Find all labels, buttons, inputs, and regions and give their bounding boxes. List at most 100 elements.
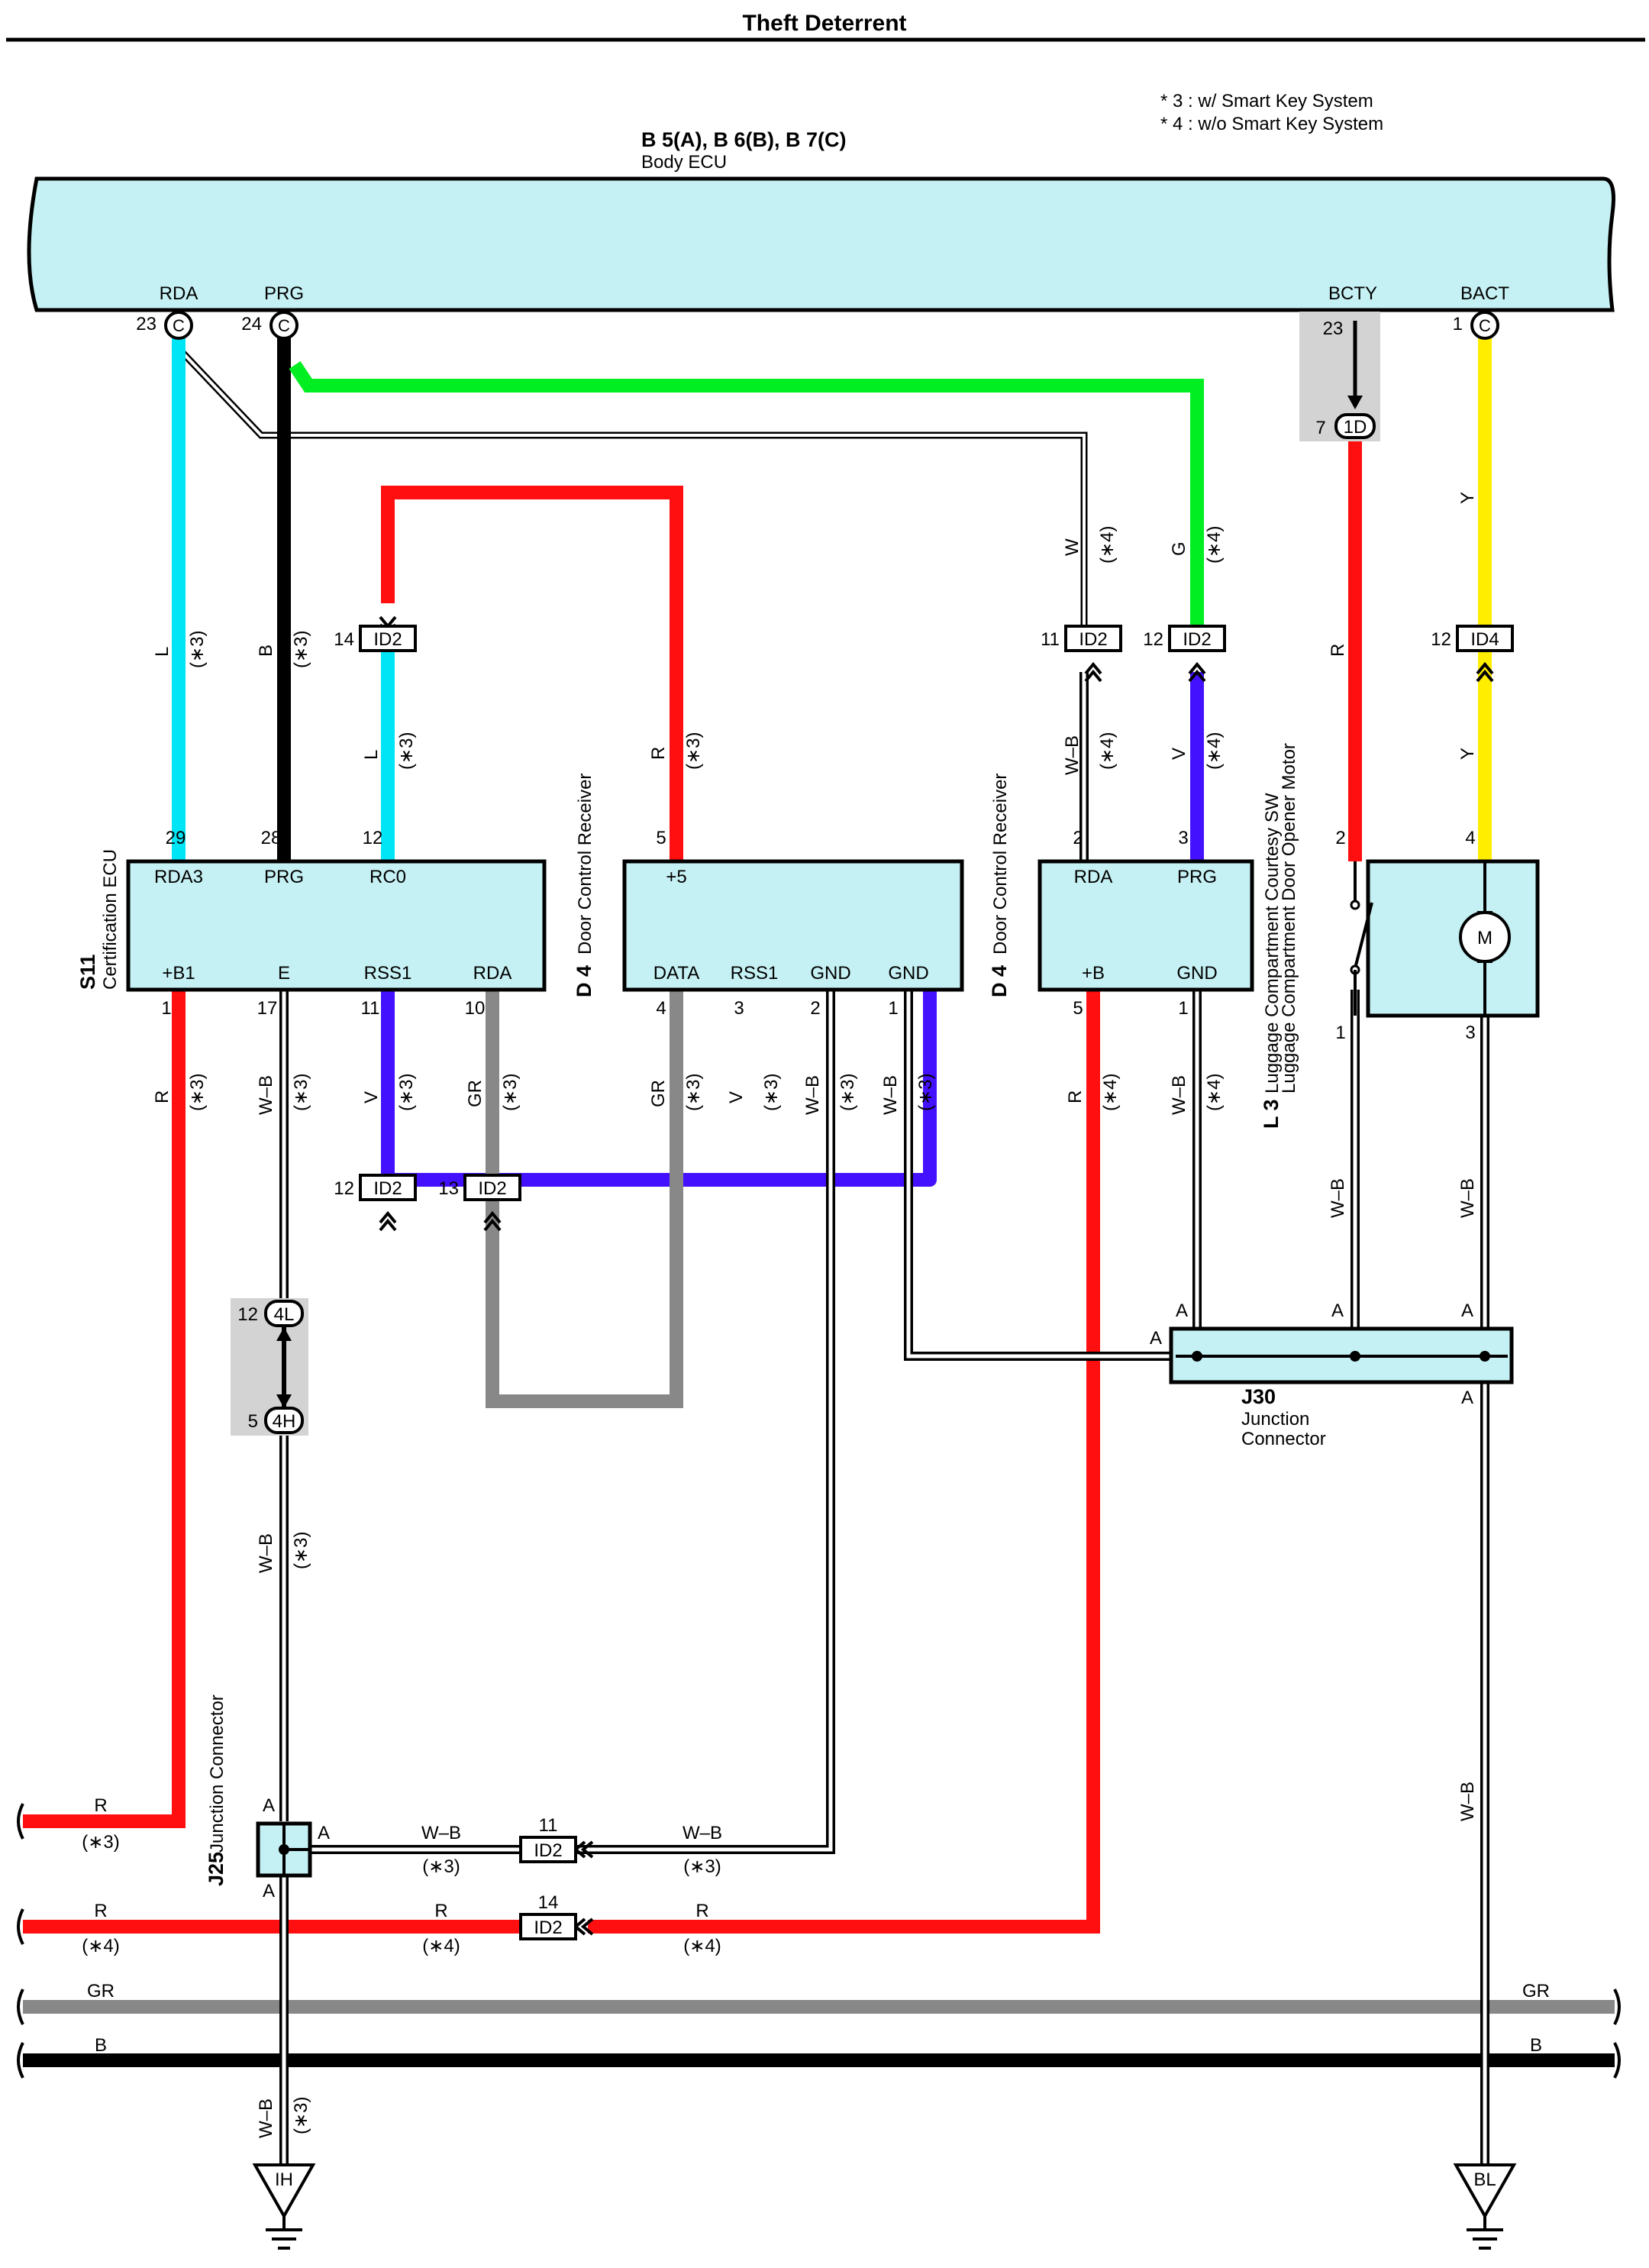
svg-text:IH: IH bbox=[275, 2169, 293, 2190]
luggage-compartment: M 2 4 1 3 L 3 Luggage Compartment Courte… bbox=[1260, 743, 1540, 1129]
svg-text:3: 3 bbox=[734, 998, 744, 1019]
junction-connector-j25: A A A J25 Junction Connector bbox=[205, 1695, 330, 1901]
svg-text:A: A bbox=[263, 1795, 275, 1816]
svg-text:29: 29 bbox=[166, 828, 186, 848]
svg-text:RDA: RDA bbox=[1074, 867, 1113, 887]
wire-g-green bbox=[289, 361, 1204, 626]
svg-text:S11: S11 bbox=[76, 954, 99, 990]
svg-text:17: 17 bbox=[257, 998, 278, 1019]
svg-text:(∗3): (∗3) bbox=[187, 1074, 208, 1111]
svg-text:RSS1: RSS1 bbox=[731, 963, 779, 984]
svg-text:G: G bbox=[1169, 541, 1189, 556]
body-ecu-pins: 23 1D 7 C 23 C 24 C 1 bbox=[136, 311, 1499, 441]
svg-text:1: 1 bbox=[1335, 1023, 1345, 1043]
svg-text:V: V bbox=[726, 1091, 747, 1103]
svg-text:V: V bbox=[1169, 748, 1189, 760]
svg-text:(∗4): (∗4) bbox=[683, 1936, 721, 1956]
svg-text:DATA: DATA bbox=[653, 963, 699, 984]
svg-text:B: B bbox=[256, 645, 276, 657]
wires bbox=[17, 325, 1621, 2176]
svg-text:W–B: W–B bbox=[1457, 1178, 1478, 1218]
svg-text:GND: GND bbox=[888, 963, 928, 984]
svg-text:R: R bbox=[434, 1901, 447, 1921]
svg-text:Junction: Junction bbox=[1241, 1409, 1309, 1430]
svg-text:(∗4): (∗4) bbox=[1204, 1074, 1225, 1111]
wire-r-red bbox=[23, 990, 186, 1828]
junction-connector-j30: A A A A A J30 Junction Connector bbox=[1150, 1300, 1514, 1449]
svg-text:4: 4 bbox=[656, 998, 666, 1019]
svg-text:ID2: ID2 bbox=[478, 1178, 506, 1199]
bcty-junction-num: 7 bbox=[1315, 418, 1325, 438]
pin-conn-letter: C bbox=[278, 316, 290, 335]
svg-text:Luggage Compartment Door Opene: Luggage Compartment Door Opener Motor bbox=[1279, 743, 1299, 1094]
svg-text:12: 12 bbox=[363, 828, 383, 848]
svg-text:D 4: D 4 bbox=[988, 965, 1011, 997]
svg-text:W–B: W–B bbox=[421, 1823, 461, 1843]
svg-text:4H: 4H bbox=[273, 1411, 296, 1432]
svg-text:ID2: ID2 bbox=[1183, 629, 1211, 650]
svg-text:GR: GR bbox=[465, 1080, 486, 1107]
svg-text:+B1: +B1 bbox=[162, 963, 195, 984]
svg-text:+5: +5 bbox=[666, 867, 686, 887]
svg-text:(∗3): (∗3) bbox=[761, 1074, 782, 1111]
body-ecu-pin-label: RDA bbox=[160, 283, 198, 304]
svg-text:L: L bbox=[152, 647, 173, 657]
svg-text:W–B: W–B bbox=[880, 1075, 901, 1115]
svg-text:Junction Connector: Junction Connector bbox=[207, 1695, 228, 1853]
svg-text:A: A bbox=[1461, 1300, 1473, 1321]
svg-text:ID2: ID2 bbox=[373, 629, 402, 650]
svg-text:GND: GND bbox=[1176, 963, 1217, 984]
svg-text:A: A bbox=[318, 1823, 330, 1843]
id-connector: ID2 12 bbox=[334, 1174, 417, 1232]
svg-text:12: 12 bbox=[1143, 629, 1163, 650]
svg-text:Door Control Receiver: Door Control Receiver bbox=[575, 774, 595, 955]
svg-text:28: 28 bbox=[261, 828, 282, 848]
body-ecu-pin-label: BACT bbox=[1460, 283, 1509, 304]
svg-text:R: R bbox=[1328, 644, 1348, 657]
svg-text:GR: GR bbox=[87, 1981, 115, 2001]
pin-conn-letter: C bbox=[173, 316, 185, 335]
svg-text:RSS1: RSS1 bbox=[364, 963, 412, 984]
svg-text:(∗3): (∗3) bbox=[291, 2097, 311, 2134]
svg-text:1: 1 bbox=[1178, 998, 1188, 1019]
svg-text:B: B bbox=[1530, 2035, 1542, 2056]
svg-text:A: A bbox=[1150, 1328, 1162, 1349]
svg-text:ID2: ID2 bbox=[1079, 629, 1107, 650]
svg-text:(∗4): (∗4) bbox=[1204, 526, 1225, 564]
svg-text:(∗4): (∗4) bbox=[82, 1936, 119, 1956]
svg-text:5: 5 bbox=[656, 828, 666, 848]
certification-ecu: 29 28 12 RDA3 PRG RC0 +B1 E RSS1 RDA 1 1… bbox=[76, 828, 547, 1019]
wire-r-red bbox=[381, 486, 683, 861]
svg-text:W–B: W–B bbox=[802, 1075, 823, 1115]
bcty-junction bbox=[1334, 413, 1376, 439]
wire-r-red bbox=[588, 990, 1100, 1934]
svg-text:J30: J30 bbox=[1241, 1385, 1276, 1408]
svg-text:14: 14 bbox=[538, 1892, 559, 1913]
body-ecu-pin-label: BCTY bbox=[1328, 283, 1377, 304]
svg-text:Connector: Connector bbox=[1241, 1429, 1326, 1449]
id-connector: ID2 14 bbox=[519, 1892, 594, 1940]
svg-text:GR: GR bbox=[648, 1080, 669, 1107]
svg-text:(∗3): (∗3) bbox=[291, 631, 311, 668]
svg-text:W: W bbox=[1062, 538, 1083, 556]
id-connectors: ID2 14 ID2 11 ID2 12 ID4 12 ID2 12 bbox=[334, 615, 1514, 1940]
pin-number: 23 bbox=[136, 314, 157, 334]
svg-text:13: 13 bbox=[438, 1178, 459, 1199]
svg-text:(∗3): (∗3) bbox=[396, 732, 417, 770]
svg-text:5: 5 bbox=[1073, 998, 1083, 1019]
pin-conn-letter: C bbox=[1479, 316, 1491, 335]
svg-text:W–B: W–B bbox=[1457, 1782, 1478, 1821]
svg-text:(∗4): (∗4) bbox=[1097, 732, 1118, 770]
wire-wb-inner bbox=[282, 672, 1487, 2176]
svg-text:2: 2 bbox=[1073, 828, 1083, 848]
svg-text:Certification ECU: Certification ECU bbox=[100, 849, 121, 990]
svg-text:A: A bbox=[263, 1881, 275, 1901]
svg-text:5: 5 bbox=[248, 1411, 258, 1432]
svg-text:Door Control Receiver: Door Control Receiver bbox=[990, 774, 1011, 955]
svg-text:2: 2 bbox=[1335, 828, 1345, 848]
svg-text:(∗3): (∗3) bbox=[82, 1832, 119, 1853]
svg-text:GND: GND bbox=[810, 963, 850, 984]
door-control-receiver-2: 2 3 RDA PRG +B GND 5 1 D 4 Door Control … bbox=[988, 774, 1254, 1019]
svg-text:W–B: W–B bbox=[683, 1823, 722, 1843]
svg-text:L: L bbox=[361, 750, 382, 760]
